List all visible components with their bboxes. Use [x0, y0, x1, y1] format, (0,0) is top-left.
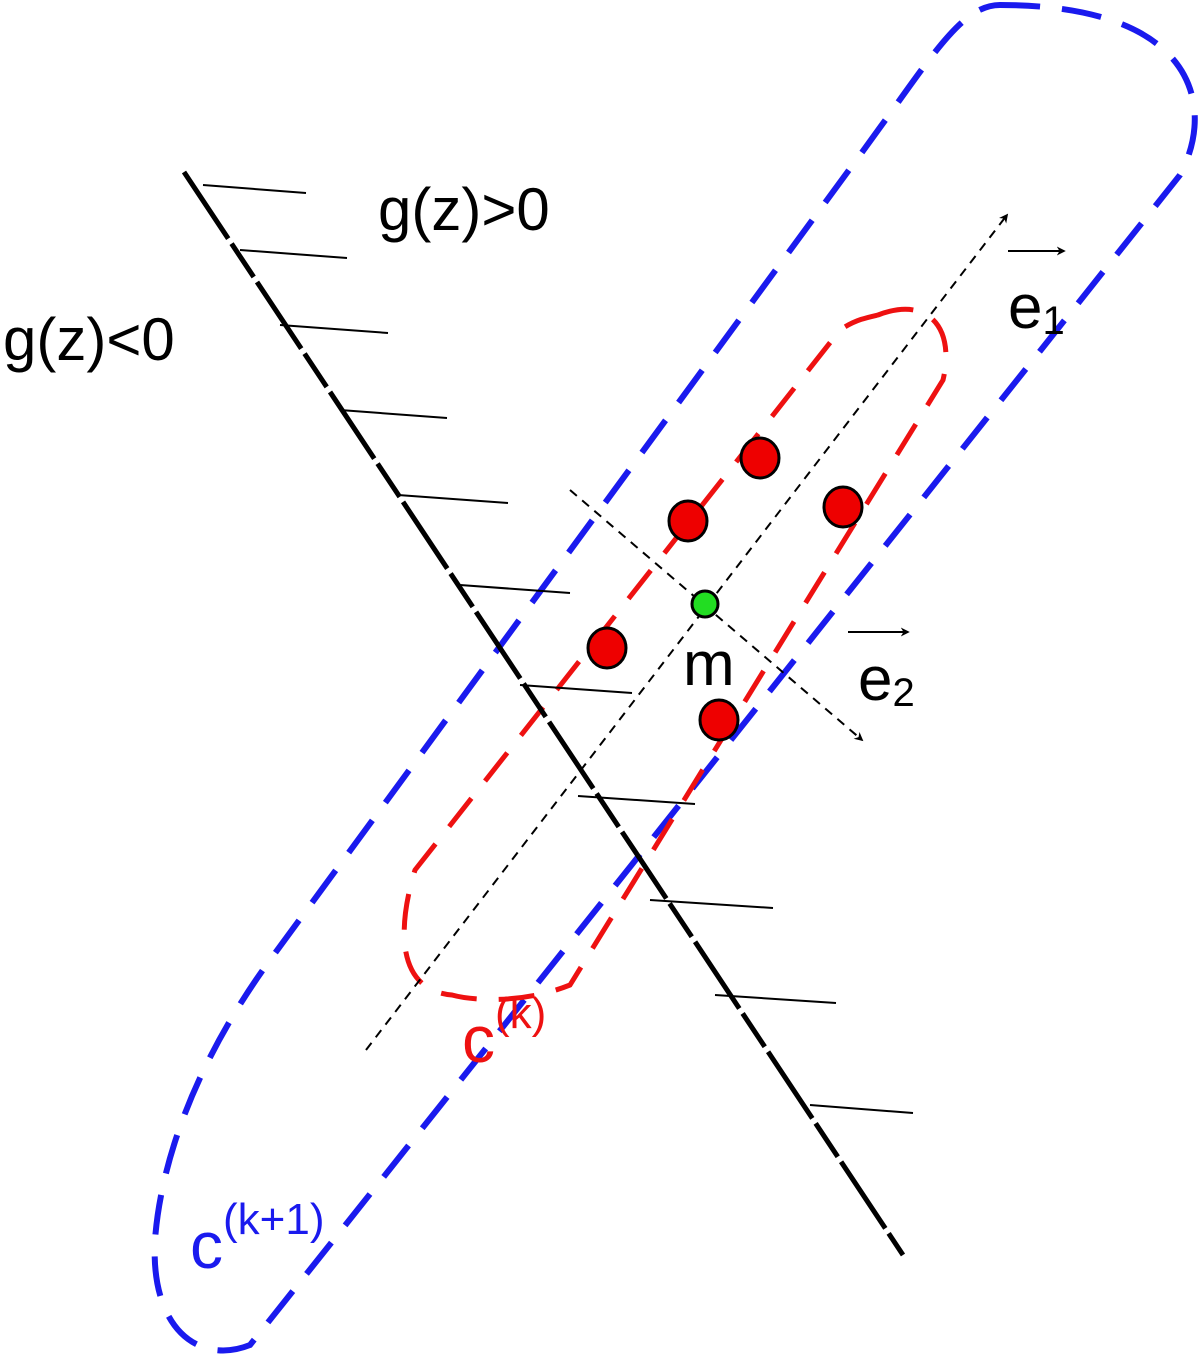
label-g-negative: g(z)<0	[3, 306, 175, 373]
axis-e2-line	[569, 489, 864, 742]
sample-points	[586, 436, 864, 742]
ellipse-c-k	[401, 306, 949, 1002]
label-e1-base: e	[1008, 273, 1042, 342]
label-c-k: c(k)	[462, 989, 546, 1076]
label-c-k-base: c	[462, 1002, 495, 1076]
label-c-k-plus-1-sup: (k+1)	[223, 1195, 324, 1244]
constraint-line	[181, 170, 906, 1257]
label-e2: e2	[858, 645, 915, 715]
sample-point	[698, 698, 740, 742]
hatch-marks	[202, 184, 914, 1114]
mean-point	[690, 589, 720, 619]
sample-point	[586, 626, 628, 670]
sample-point	[822, 485, 864, 529]
sample-point	[667, 499, 709, 543]
ellipse-c-k-plus-1	[151, 1, 1198, 1354]
label-e1-sub: 1	[1042, 299, 1064, 343]
label-e2-sub: 2	[892, 671, 914, 715]
label-mean: m	[683, 630, 735, 699]
label-e1: e1	[1008, 273, 1065, 343]
label-c-k-plus-1: c(k+1)	[190, 1195, 324, 1282]
label-c-k-sup: (k)	[495, 989, 546, 1038]
sample-point	[739, 436, 781, 480]
label-c-k-plus-1-base: c	[190, 1208, 223, 1282]
constraint-boundary	[181, 170, 914, 1257]
label-g-positive: g(z)>0	[378, 176, 550, 243]
label-e2-base: e	[858, 645, 892, 714]
